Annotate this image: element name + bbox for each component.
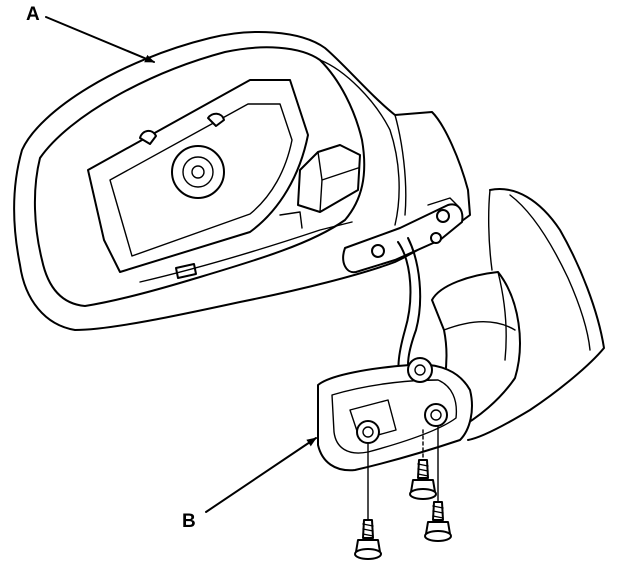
screw-left (354, 519, 382, 560)
label-b-callout: B (182, 437, 317, 532)
label-a: A (26, 4, 40, 25)
label-a-callout: A (26, 4, 155, 63)
mounting-screws (354, 425, 452, 560)
mirror-base-b (317, 188, 605, 472)
leader-line-a (45, 16, 155, 63)
screw-right (424, 501, 452, 542)
leader-line-b (205, 437, 317, 513)
screw-middle (409, 459, 437, 500)
label-b: B (182, 511, 196, 532)
mirror-housing-a (13, 31, 471, 331)
